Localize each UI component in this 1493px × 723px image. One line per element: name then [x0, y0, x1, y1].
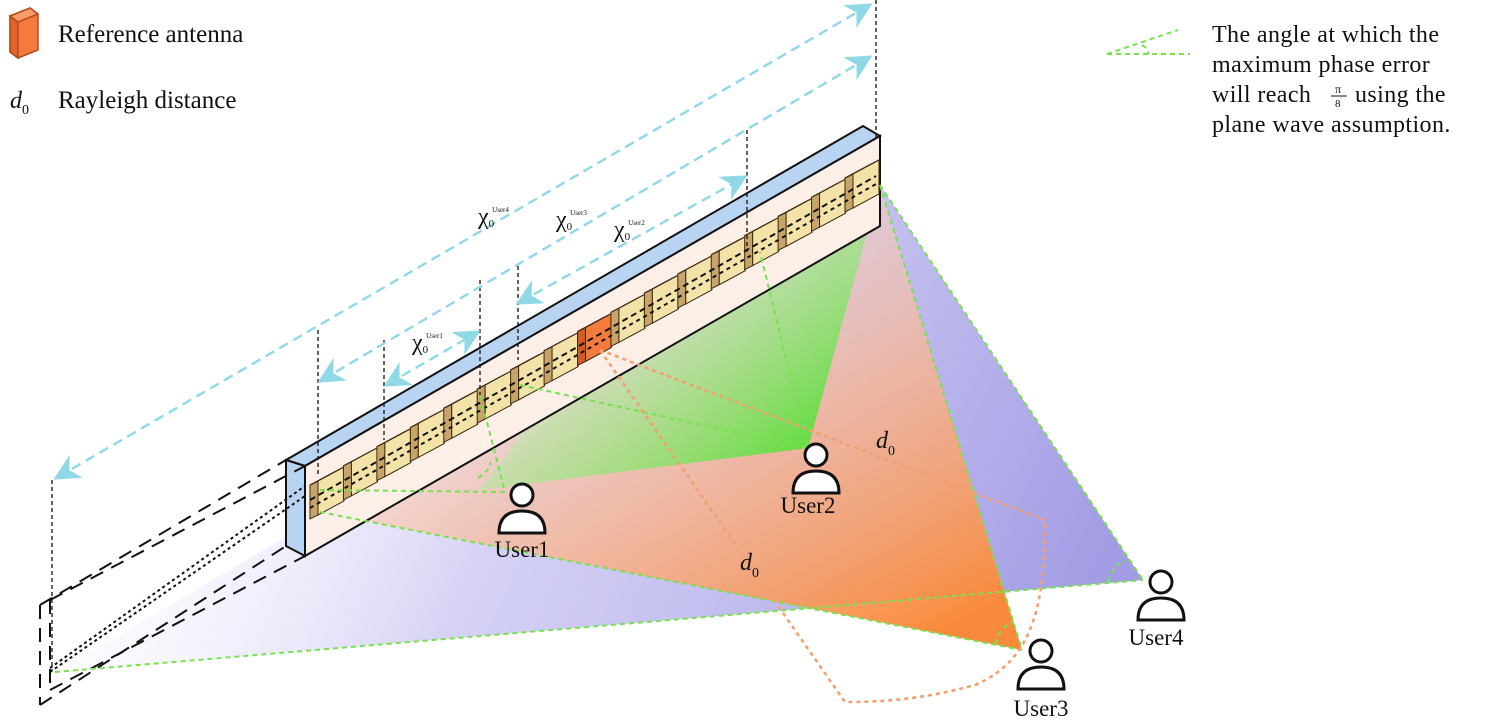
arrow-user2 — [515, 175, 748, 305]
rayleigh-boundary — [598, 348, 1047, 704]
user3-angle-arc — [995, 621, 1015, 645]
angle-note: The angle at which the maximum phase err… — [1106, 22, 1451, 138]
user2-icon — [791, 442, 841, 495]
angle-note-icon — [1106, 29, 1190, 55]
arrow-user1 — [383, 330, 481, 387]
user3-ray-left — [319, 511, 1023, 651]
angle-note-fraction-numerator: π — [1335, 82, 1341, 96]
arrow-user3 — [317, 55, 873, 383]
angle-note-line2: maximum phase error — [1212, 52, 1430, 78]
chi-user4-label: χ0User4 — [477, 204, 509, 230]
user4-label: User4 — [1129, 625, 1184, 650]
angle-note-line4: plane wave assumption. — [1212, 112, 1451, 138]
angle-note-line3-suffix: using the — [1355, 82, 1446, 108]
angle-note-fraction-denominator: 8 — [1335, 98, 1341, 110]
projection-box — [39, 459, 306, 706]
users — [497, 442, 1186, 691]
angle-note-line1: The angle at which the — [1212, 22, 1439, 48]
user2-angle-arc — [775, 425, 799, 441]
d0-label-bottom: d0 — [740, 550, 759, 581]
chi-user2-label: χ0User2 — [613, 217, 645, 243]
rayleigh-distance-label: Rayleigh distance — [58, 87, 236, 114]
distance-arrows — [53, 3, 873, 480]
legend: Reference antenna d0 Rayleigh distance — [8, 7, 243, 118]
user3-ray-right — [879, 184, 1023, 651]
user4-ray-bottom — [54, 579, 1144, 673]
user4-angle-arc — [1107, 559, 1127, 583]
reference-antenna-label: Reference antenna — [58, 21, 243, 48]
d0-label-right: d0 — [876, 428, 895, 459]
user2-label: User2 — [781, 493, 836, 518]
green-rays — [54, 184, 1144, 673]
chi-user3-label: χ0User3 — [555, 207, 587, 233]
user1-label: User1 — [495, 537, 550, 562]
chi-user1-label: χ0User1 — [411, 330, 443, 356]
user1-angle-arc — [477, 461, 492, 479]
reference-antenna-legend-icon — [8, 7, 40, 60]
user4-ray-top — [879, 184, 1144, 581]
rayleigh-symbol: d0 — [10, 88, 29, 118]
user3-label: User3 — [1014, 696, 1069, 721]
angle-note-line3-prefix: will reach — [1212, 82, 1311, 108]
user3-icon — [1016, 638, 1066, 691]
user4-icon — [1136, 569, 1186, 622]
user1-icon — [497, 482, 547, 535]
